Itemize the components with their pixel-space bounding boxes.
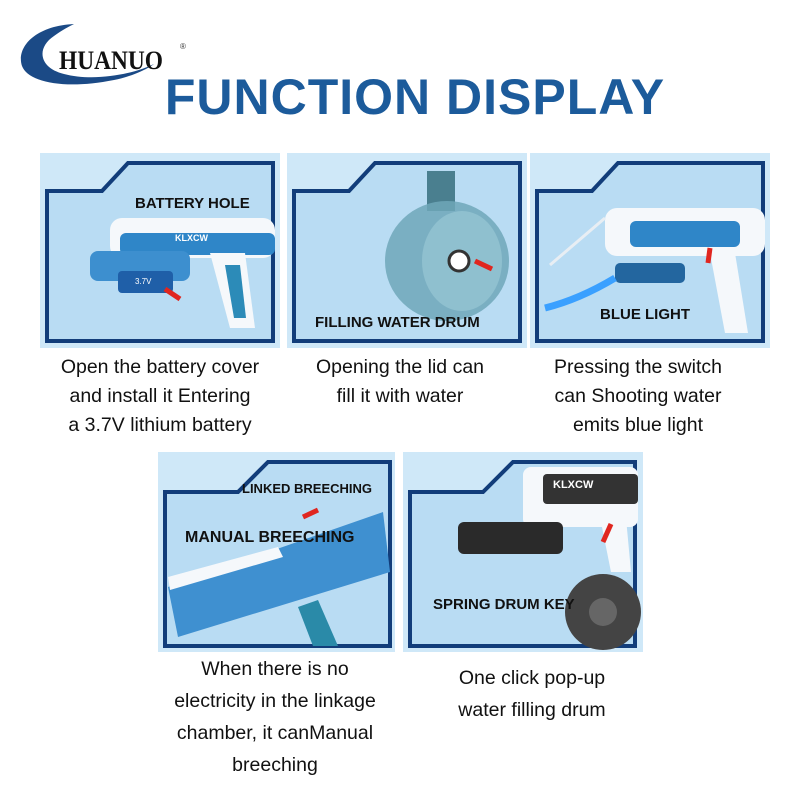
caption-line: electricity in the linkage [174,690,376,712]
caption-line: fill it with water [336,385,464,407]
panel-label-secondary: LINKED BREECHING [242,481,373,496]
caption-spring-drum-key: One click pop-up water filling drum [412,662,652,726]
caption-line: Open the battery cover [60,356,260,378]
brand-name: HUANUO [59,46,164,75]
panel-battery-hole: BATTERY HOLE KLXCW 3.7V [40,153,280,348]
caption-line: can Shooting water [554,385,722,407]
panel-spring-drum-key: KLXCW SPRING DRUM KEY [403,452,643,652]
panel-label: SPRING DRUM KEY [433,596,575,613]
caption-blue-light: Pressing the switch can Shooting water e… [518,353,758,440]
caption-line: and install it Entering [69,385,251,407]
caption-line: When there is no [201,658,349,680]
caption-line: water filling drum [458,699,606,721]
caption-filling-water-drum: Opening the lid can fill it with water [280,353,520,411]
gun-brand-text: KLXCW [175,233,208,243]
caption-line: Opening the lid can [315,356,485,378]
panel-label: BATTERY HOLE [135,195,250,212]
caption-line: chamber, it canManual [176,722,374,744]
panel-label: BLUE LIGHT [600,306,690,323]
panel-blue-light: BLUE LIGHT [530,153,770,348]
caption-battery-hole: Open the battery cover and install it En… [40,353,280,440]
water-gun-drum-image [458,467,641,650]
panel-filling-water-drum: FILLING WATER DRUM [287,153,527,348]
registered-mark: ® [180,42,186,51]
caption-line: a 3.7V lithium battery [68,414,252,436]
caption-line: Pressing the switch [554,356,722,378]
brand-logo: HUANUO ® [14,18,186,93]
panel-manual-breeching: LINKED BREECHING MANUAL BREECHING [158,452,395,652]
gun-brand-text: KLXCW [553,479,594,491]
water-drum-image [385,171,509,321]
water-gun-blue-light-image [544,208,765,333]
caption-line: One click pop-up [458,667,606,689]
page-title: FUNCTION DISPLAY [164,69,666,125]
caption-line: emits blue light [572,414,704,436]
caption-manual-breeching: When there is no electricity in the link… [155,653,395,781]
panel-label: MANUAL BREECHING [185,529,355,546]
panel-label: FILLING WATER DRUM [315,314,480,331]
water-gun-image [90,218,275,328]
water-gun-breech-image [168,507,390,646]
battery-text: 3.7V [135,277,152,286]
caption-line: breeching [232,754,318,776]
